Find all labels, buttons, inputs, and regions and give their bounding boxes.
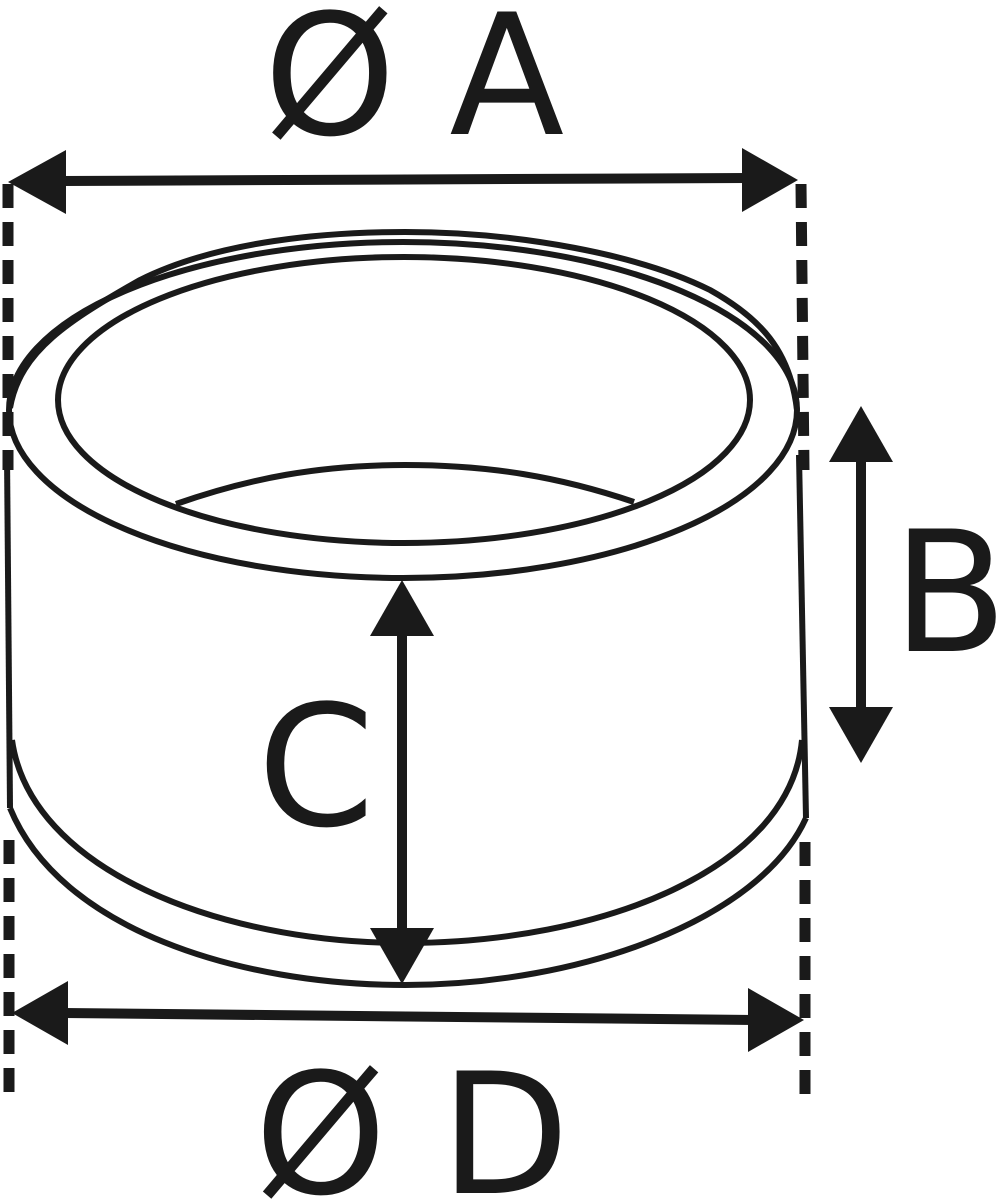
arrow-head-b-top bbox=[829, 406, 893, 462]
inner-back-wall bbox=[175, 461, 635, 507]
arrow-head-d-left bbox=[12, 981, 68, 1045]
outer-bottom-rim bbox=[7, 806, 809, 989]
arrow-head-a-right bbox=[742, 148, 798, 212]
outer-left-wall bbox=[4, 454, 13, 809]
extension-line-right-top bbox=[795, 183, 810, 471]
dimension-arrow-c bbox=[370, 580, 434, 984]
dimension-arrow-b bbox=[829, 406, 893, 763]
arrow-head-c-bottom bbox=[370, 928, 434, 984]
label-height-b: B bbox=[892, 495, 996, 691]
top-inner-ellipse bbox=[55, 254, 753, 546]
label-diameter-d: Ø D bbox=[255, 1037, 570, 1200]
top-outer-ellipse bbox=[6, 239, 800, 581]
dimension-arrow-d bbox=[12, 981, 804, 1052]
dimension-arrow-a bbox=[8, 148, 798, 214]
arrow-head-c-top bbox=[370, 580, 434, 636]
arrow-head-a-left bbox=[8, 150, 66, 214]
arrow-head-b-bottom bbox=[829, 707, 893, 763]
dimension-arrows bbox=[8, 148, 893, 1052]
arrow-head-d-right bbox=[748, 988, 804, 1052]
label-height-c: C bbox=[257, 669, 374, 865]
label-diameter-a: Ø A bbox=[264, 0, 565, 174]
top-rear-rim bbox=[7, 228, 800, 411]
outer-right-wall bbox=[796, 454, 809, 819]
